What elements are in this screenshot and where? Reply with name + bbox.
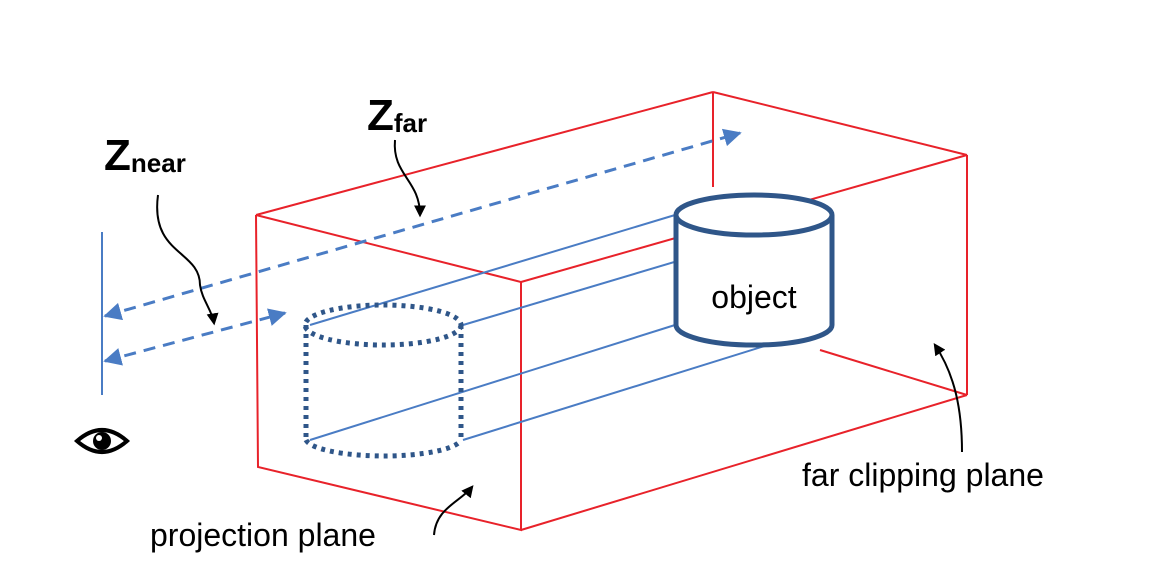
frustum-top-right-edge (712, 91, 968, 156)
distance-arrows (103, 128, 742, 366)
pointer-arrows (156, 139, 963, 536)
projected-cylinder-top (302, 302, 464, 348)
frustum-front-face (255, 214, 522, 532)
z-near-label: Znear (104, 131, 186, 180)
projected-cylinder-bottom (303, 438, 464, 459)
projection-plane-label: projection plane (150, 517, 376, 553)
z-near-label-main: Z (104, 131, 131, 180)
projected-cylinder (302, 302, 464, 459)
z-far-label: Zfar (367, 91, 427, 140)
projection-plane-pointer (433, 485, 474, 536)
z-near-pointer (156, 194, 219, 326)
object-label: object (711, 279, 797, 315)
object-cylinder-body (673, 215, 835, 348)
z-far-label-main: Z (367, 91, 394, 140)
z-far-dashed-arrow (103, 128, 742, 321)
frustum-back-bottom-edge (819, 349, 968, 396)
z-near-dashed-arrow (103, 308, 287, 366)
z-far-label-subscript: far (394, 108, 427, 138)
z-near-label-subscript: near (131, 148, 186, 178)
projection-line-mid-lower (309, 324, 676, 441)
object-cylinder-top (673, 192, 835, 238)
object-cylinder (673, 192, 835, 348)
eye-icon (73, 428, 131, 454)
frustum-top-back-edge (255, 91, 714, 216)
z-far-pointer (393, 139, 426, 218)
frustum-bottom-front-edge (520, 394, 968, 531)
far-clipping-plane-label: far clipping plane (802, 457, 1044, 493)
far-clipping-plane-pointer (933, 343, 963, 453)
projection-line-top (309, 214, 676, 326)
